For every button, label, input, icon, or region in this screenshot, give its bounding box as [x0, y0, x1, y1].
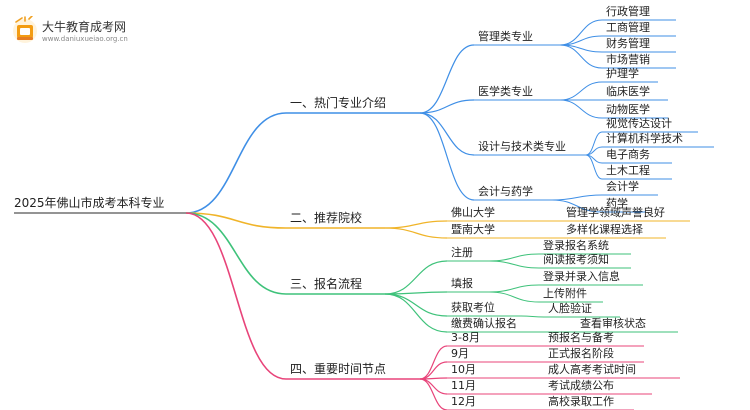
connector-line — [384, 260, 448, 295]
leaf-topic: 阅读报考须知 — [543, 252, 609, 266]
connector-line — [559, 81, 603, 101]
leaf-topic: 预报名与备考 — [548, 330, 614, 344]
subtopic: 12月 — [451, 395, 476, 408]
leaf-topic: 行政管理 — [606, 4, 650, 18]
leaf-topic: 成人高考考试时间 — [548, 362, 636, 376]
subtopic: 暨南大学 — [451, 222, 495, 236]
connector-line — [551, 194, 603, 201]
subtopic: 11月 — [451, 379, 476, 392]
connector-line — [551, 199, 603, 213]
logo-title: 大牛教育成考网 — [42, 20, 127, 34]
connector-line — [559, 44, 603, 69]
leaf-topic: 护理学 — [606, 66, 639, 80]
connector-line — [384, 220, 448, 229]
subtopic: 注册 — [451, 245, 473, 259]
branch-topic: 四、重要时间节点 — [290, 362, 386, 376]
root-topic: 2025年佛山市成考本科专业 — [14, 195, 165, 210]
leaf-topic: 计算机科学技术 — [606, 131, 683, 145]
leaf-topic: 会计学 — [606, 179, 639, 193]
branch-topic: 一、热门专业介绍 — [290, 95, 386, 110]
connector-line — [419, 361, 448, 380]
subtopic: 10月 — [451, 363, 476, 376]
connector-line — [384, 293, 448, 333]
leaf-topic: 人脸验证 — [548, 301, 592, 315]
leaf-topic: 登录并录入信息 — [543, 269, 620, 283]
subtopic: 3-8月 — [451, 331, 480, 344]
connector-line — [488, 291, 540, 303]
leaf-topic: 上传附件 — [543, 286, 587, 300]
leaf-topic: 市场营销 — [606, 52, 650, 66]
connector-line — [419, 99, 475, 114]
leaf-topic: 多样化课程选择 — [566, 222, 643, 236]
leaf-topic: 动物医学 — [606, 102, 650, 116]
connector-line — [419, 378, 448, 395]
connector-line — [488, 260, 540, 269]
leaf-topic: 土木工程 — [606, 164, 650, 177]
connector-line — [185, 112, 287, 214]
connector-line — [559, 99, 603, 119]
connector-line — [585, 154, 603, 180]
leaf-topic: 登录报名系统 — [543, 238, 609, 252]
leaf-topic: 药学 — [606, 196, 628, 210]
leaf-topic: 财务管理 — [606, 36, 650, 50]
connector-line — [559, 19, 603, 46]
leaf-topic: 电子商务 — [606, 147, 650, 161]
leaf-topic: 高校录取工作 — [548, 394, 614, 408]
book-logo-icon — [13, 16, 37, 43]
subtopic: 会计与药学 — [478, 184, 533, 198]
leaf-topic: 考试成绩公布 — [548, 379, 614, 392]
branch-topic: 二、推荐院校 — [290, 210, 362, 225]
connector-line — [419, 44, 475, 114]
connector-line — [520, 315, 545, 318]
leaf-topic: 管理学领域声誉良好 — [566, 205, 665, 219]
subtopic: 9月 — [451, 347, 469, 360]
branch-topic: 三、报名流程 — [290, 276, 362, 291]
leaf-topic: 视觉传达设计 — [606, 116, 672, 130]
subtopic: 医学类专业 — [478, 84, 533, 98]
connector-line — [419, 378, 448, 410]
subtopic: 佛山大学 — [451, 205, 495, 219]
connector-line — [384, 227, 448, 239]
leaf-topic: 工商管理 — [606, 20, 650, 34]
leaf-topic: 临床医学 — [606, 84, 650, 98]
connector-line — [419, 345, 448, 380]
connector-line — [419, 112, 475, 201]
subtopic: 填报 — [451, 276, 473, 290]
connector-line — [185, 212, 287, 380]
connector-line — [185, 212, 287, 229]
subtopic: 缴费确认报名 — [451, 316, 517, 330]
leaf-topic: 查看审核状态 — [580, 316, 646, 330]
leaf-topic: 正式报名阶段 — [548, 346, 614, 360]
connector-line — [419, 112, 475, 156]
connector-line — [488, 284, 540, 293]
logo: 大牛教育成考网 www.daniuxueiao.org.cn — [12, 14, 152, 50]
logo-url: www.daniuxueiao.org.cn — [42, 35, 128, 43]
connector-line — [185, 212, 287, 295]
subtopic: 管理类专业 — [478, 29, 533, 43]
connector-line — [488, 253, 540, 262]
subtopic: 设计与技术类专业 — [478, 139, 566, 153]
subtopic: 获取考位 — [451, 300, 495, 314]
